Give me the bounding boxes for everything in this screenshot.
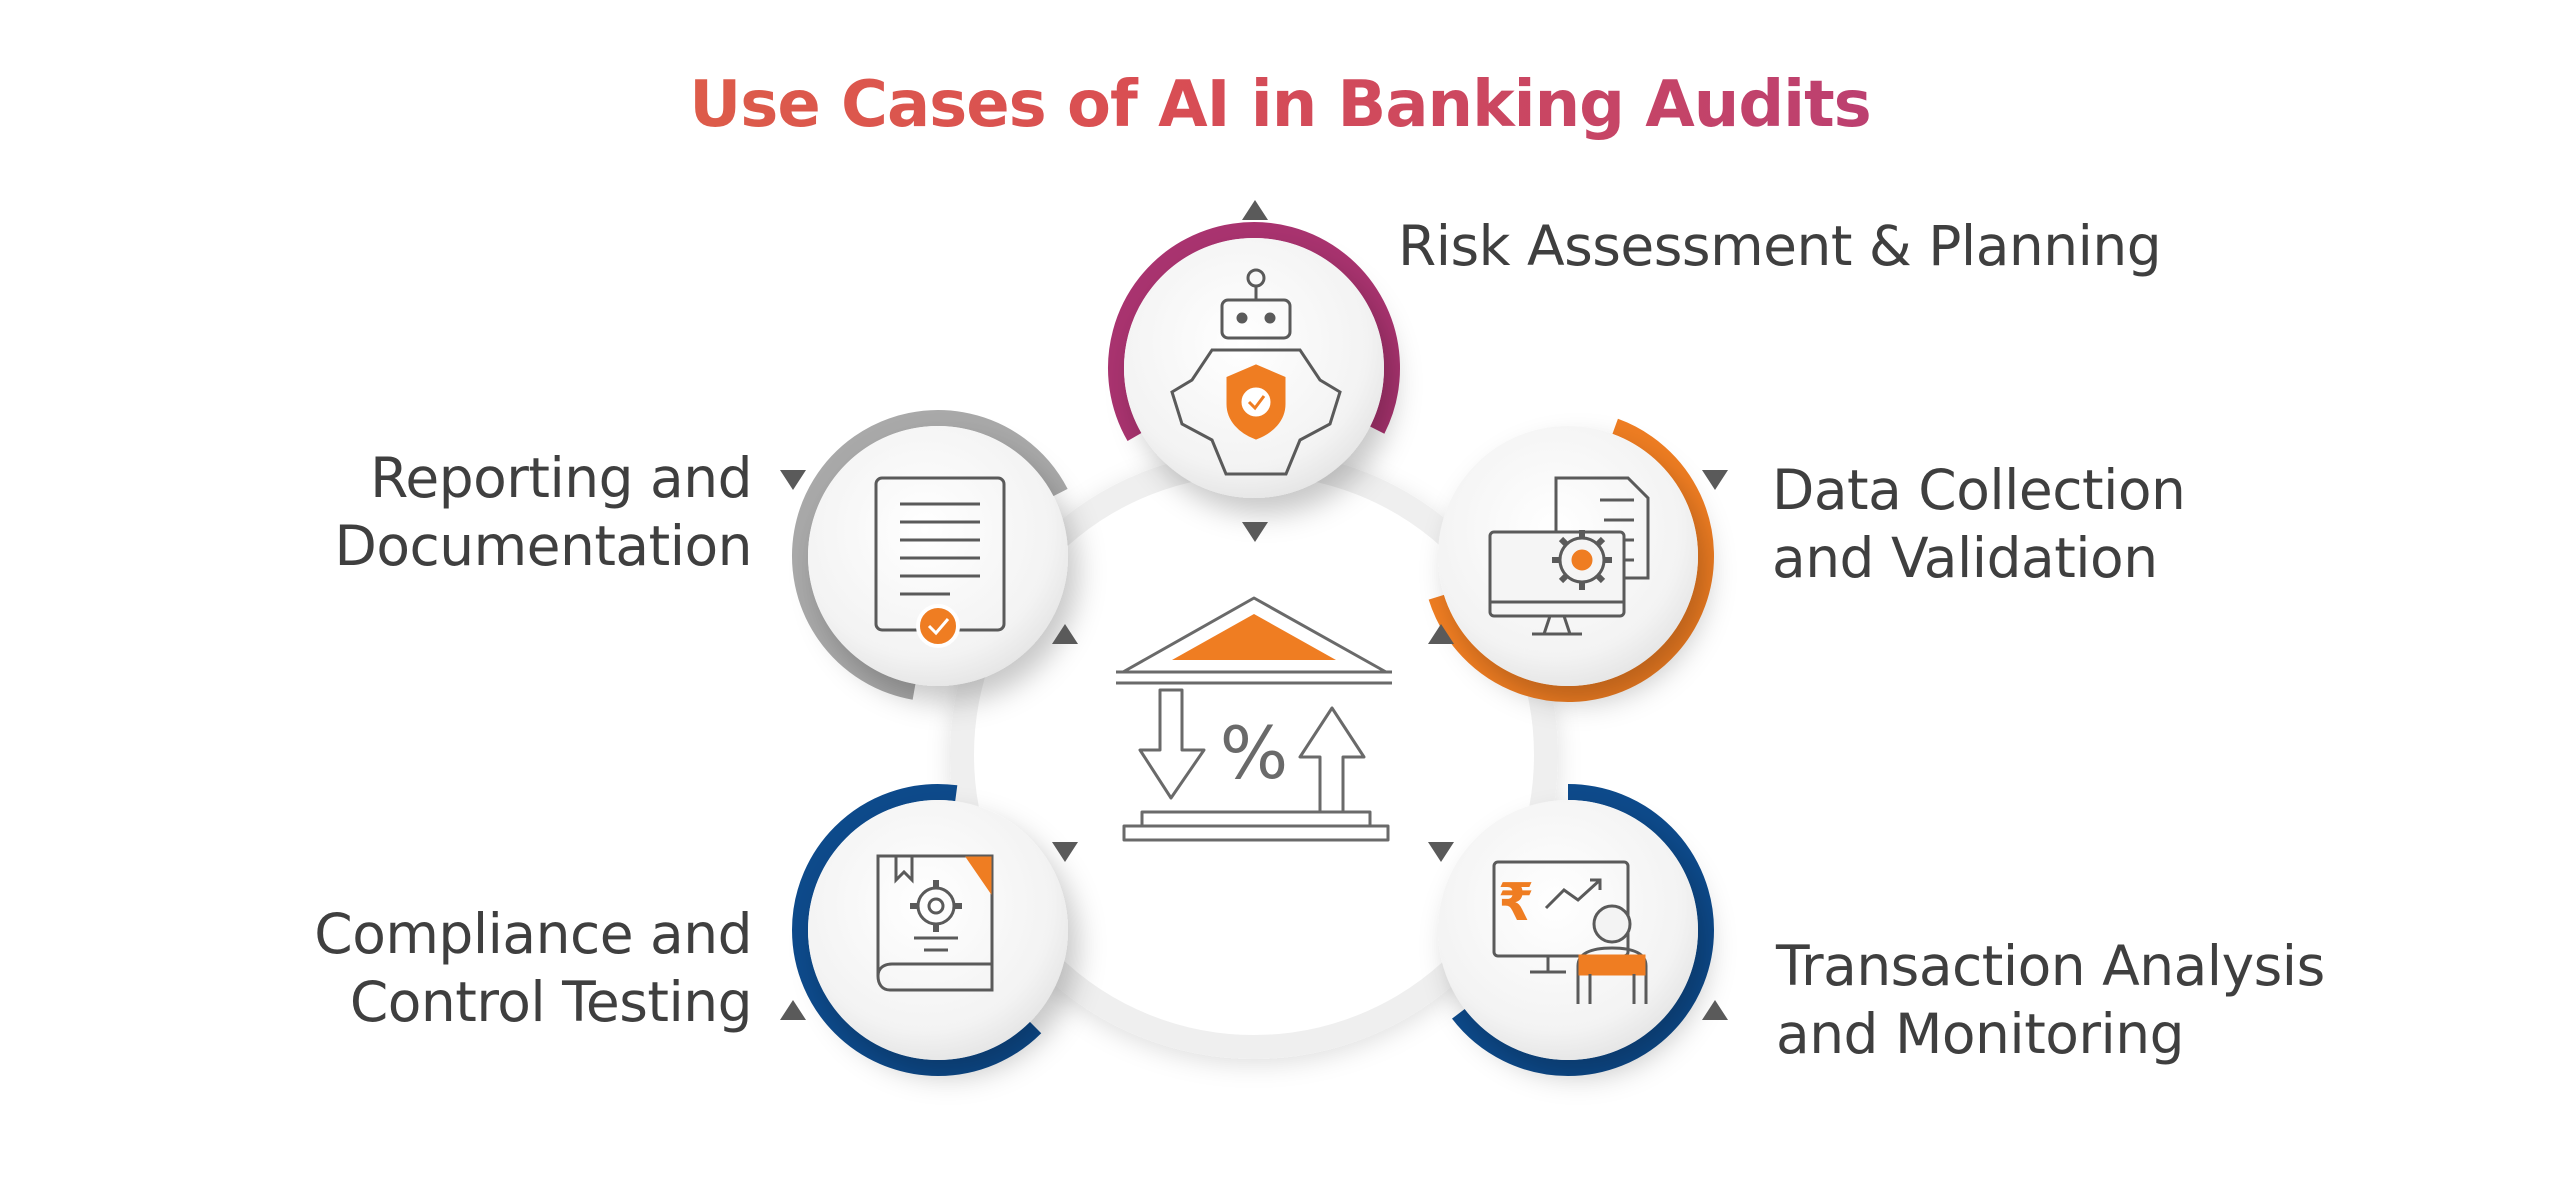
node-compliance <box>780 784 1084 1076</box>
label-transaction: Transaction Analysis and Monitoring <box>1776 932 2325 1068</box>
node-reporting <box>780 410 1084 702</box>
label-reporting: Reporting and Documentation <box>335 444 753 580</box>
label-risk: Risk Assessment & Planning <box>1398 212 2162 280</box>
arrow-top-down <box>1242 522 1268 542</box>
label-reporting-line-1: Reporting and <box>370 446 752 510</box>
node-transaction: ₹ <box>1422 784 1728 1076</box>
bank-percent-icon: % <box>1116 596 1392 842</box>
label-data: Data Collection and Validation <box>1772 456 2186 592</box>
label-compliance-line-1: Compliance and <box>314 902 752 966</box>
monitor-gear-document-icon <box>1488 476 1650 636</box>
arrow-right-up <box>1428 624 1454 644</box>
label-compliance-line-2: Control Testing <box>349 970 753 1034</box>
arrow-bl-down <box>1052 842 1078 862</box>
label-data-line-2: and Validation <box>1772 526 2158 590</box>
label-data-line-1: Data Collection <box>1772 458 2186 522</box>
certified-document-icon <box>874 476 1006 648</box>
label-transaction-line-1: Transaction Analysis <box>1776 934 2325 998</box>
page-title: Use Cases of AI in Banking Audits <box>0 68 2560 142</box>
arrow-br-up <box>1702 1000 1728 1020</box>
arrow-top-up <box>1242 200 1268 220</box>
label-reporting-line-2: Documentation <box>334 514 753 578</box>
arrow-bl-up <box>780 1000 806 1020</box>
gear-book-icon <box>876 854 994 992</box>
label-compliance: Compliance and Control Testing <box>314 900 752 1036</box>
label-transaction-line-2: and Monitoring <box>1776 1002 2185 1066</box>
arrow-br-down <box>1428 842 1454 862</box>
robot-shield-icon <box>1170 268 1342 476</box>
arrow-left-down <box>780 470 806 490</box>
rupee-chart-analyst-icon: ₹ <box>1492 860 1648 1004</box>
arrow-right-down <box>1702 470 1728 490</box>
arrow-left-up <box>1052 624 1078 644</box>
svg-text:₹: ₹ <box>1498 873 1534 933</box>
percent-glyph: % <box>1220 711 1288 795</box>
label-risk-line-1: Risk Assessment & Planning <box>1398 214 2162 278</box>
